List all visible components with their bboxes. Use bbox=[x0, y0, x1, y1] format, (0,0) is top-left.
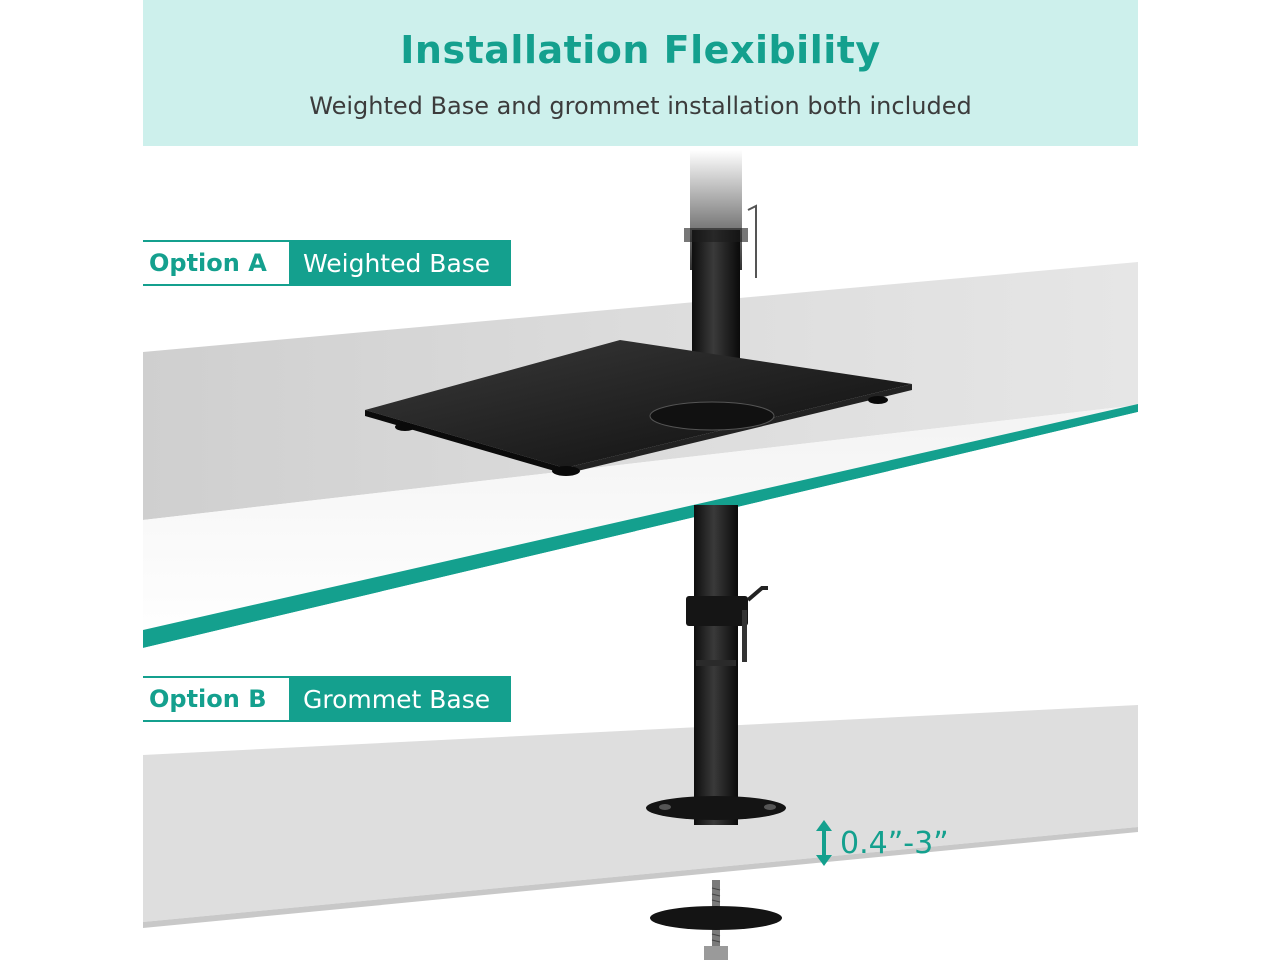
lower-desk bbox=[143, 705, 1138, 928]
option-b-tag: Option B Grommet Base bbox=[143, 676, 511, 722]
grommet-top-plate bbox=[646, 796, 786, 820]
option-b-description: Grommet Base bbox=[275, 676, 511, 722]
double-arrow-vertical-icon bbox=[816, 820, 832, 866]
thickness-range-text: 0.4”-3” bbox=[840, 825, 949, 861]
thickness-callout: 0.4”-3” bbox=[814, 820, 949, 866]
weighted-base-plate bbox=[365, 340, 912, 476]
option-a-description: Weighted Base bbox=[275, 240, 511, 286]
header-banner: Installation Flexibility Weighted Base a… bbox=[143, 0, 1138, 146]
option-b-label: Option B bbox=[143, 676, 289, 722]
page-title: Installation Flexibility bbox=[400, 28, 881, 72]
grommet-pole bbox=[686, 505, 768, 825]
option-a-tag: Option A Weighted Base bbox=[143, 240, 511, 286]
option-a-label: Option A bbox=[143, 240, 289, 286]
page-subtitle: Weighted Base and grommet installation b… bbox=[309, 92, 972, 120]
grommet-bottom-bracket bbox=[650, 880, 782, 960]
upper-desk bbox=[143, 262, 1138, 662]
